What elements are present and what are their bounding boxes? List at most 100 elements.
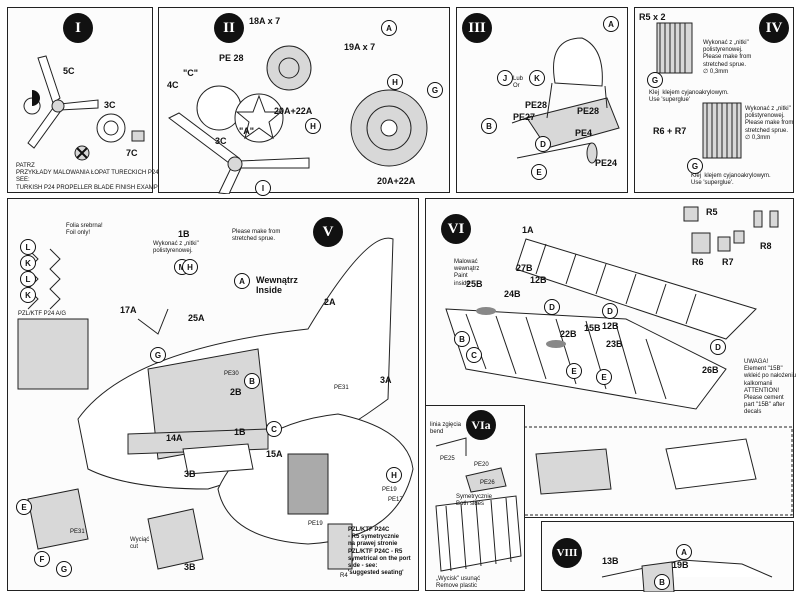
step-number-badge: I xyxy=(63,13,93,43)
callout-marker: A xyxy=(234,273,250,289)
callout-marker: E xyxy=(16,499,32,515)
part-label: 27B xyxy=(516,263,533,273)
part-label: 14A xyxy=(166,433,183,443)
part-label: 4C xyxy=(167,80,179,90)
part-label: 1B xyxy=(178,229,190,239)
resin-parts-legend xyxy=(683,206,779,254)
step-number-badge: V xyxy=(313,217,343,247)
glue-note: Klej klejem cyjanoakrylowym. Use 'superg… xyxy=(691,173,771,187)
step-panel-8: VIII 13B 19B A B xyxy=(541,521,794,592)
step-number-badge: VIII xyxy=(552,538,582,568)
callout-marker: E xyxy=(531,164,547,180)
part-label: 20A+22A xyxy=(377,176,416,186)
inside-note: Wewnątrz Inside xyxy=(256,275,298,295)
part-header: R6 + R7 xyxy=(653,126,687,136)
part-label: 25B xyxy=(466,279,483,289)
bend-illustration xyxy=(435,437,522,572)
variant-note: PZL/KTF P24 A/G xyxy=(18,311,67,317)
step-panel-1: I 5C 3C 7C PATRZ PRZYKŁADY MALOWANIA ŁOP… xyxy=(7,7,165,193)
callout-marker: B xyxy=(654,574,670,590)
callout-marker: D xyxy=(710,339,726,355)
wing-assembly-illustration xyxy=(445,238,793,516)
propeller-illustration xyxy=(23,55,145,161)
step-panel-2: II 18A x 7 19A x 7 4C "C" PE 28 "A" 3C 2… xyxy=(158,7,450,196)
callout-marker: G xyxy=(427,82,443,98)
part-label: 2A xyxy=(324,297,336,307)
part-label: PE27 xyxy=(513,112,536,122)
callout-marker: A xyxy=(381,20,397,36)
callout-marker: A xyxy=(676,544,692,560)
part-label: 15B xyxy=(584,323,601,333)
part-label: 1B xyxy=(234,427,246,437)
part-label: 17A xyxy=(120,305,137,315)
step-number-badge: IV xyxy=(759,13,789,43)
callout-marker: D xyxy=(602,303,618,319)
sprue-note: Wykonać z „nitki" polistyrenowej. Please… xyxy=(703,40,752,75)
seat-belt-illustration xyxy=(656,22,742,159)
step-panel-4: R5 x 2 IV Wykonać z „nitki" polistyrenow… xyxy=(634,7,794,193)
part-label: 26B xyxy=(702,365,719,375)
part-label: PE26 xyxy=(480,480,495,486)
callout-marker: B xyxy=(454,331,470,347)
part-label: PE24 xyxy=(595,158,618,168)
glue-note: Klej klejem cyjanoakrylowym. Use 'superg… xyxy=(649,90,729,104)
resin-part-label: R8 xyxy=(760,241,772,251)
part-label: PE4 xyxy=(575,128,593,138)
resin-part-label: R6 xyxy=(692,257,704,267)
part-label: 20A+22A xyxy=(274,106,313,116)
callout-marker: B xyxy=(244,373,260,389)
foil-note: Folia srebrna! Foil only! xyxy=(66,223,103,237)
or-text: Lub Or xyxy=(513,76,524,90)
callout-marker: G xyxy=(56,561,72,577)
part-label: "C" xyxy=(183,68,199,78)
step-panel-3: III PE28 PE28 PE27 PE4 PE24 Lub Or A J K… xyxy=(456,7,628,193)
callout-marker: C xyxy=(466,347,482,363)
step-panel-5: V 1B 17A 25A 2A 3A 14A 15A 2B 1B 3B 3B P… xyxy=(7,198,419,591)
part-label: PE19 xyxy=(382,487,397,493)
callout-marker: E xyxy=(596,369,612,385)
callout-marker: L xyxy=(20,239,36,255)
part-label: "A" xyxy=(239,126,255,136)
part-label: 19A x 7 xyxy=(344,42,376,52)
callout-marker: L xyxy=(20,271,36,287)
part-label: 3B xyxy=(184,469,196,479)
part-label: PE20 xyxy=(474,462,489,468)
callout-marker: D xyxy=(535,136,551,152)
part-label: 12B xyxy=(602,321,619,331)
step-panel-6a: VIa linia zgięcia bend Symetrycznie Both… xyxy=(425,405,525,591)
sprue-note: Wykonać z „nitki" polistyrenowej. xyxy=(153,241,199,255)
callout-marker: E xyxy=(566,363,582,379)
paint-reference-note: PATRZ PRZYKŁADY MALOWANIA ŁOPAT TURECKIC… xyxy=(16,163,166,191)
step-number-badge: III xyxy=(462,13,492,43)
part-label: PE31 xyxy=(334,385,349,391)
attention-note: UWAGA! Element "15B" wkleić po nałożeniu… xyxy=(744,359,797,416)
part-label: PE25 xyxy=(440,456,455,462)
callout-marker: G xyxy=(647,72,663,88)
callout-marker: H xyxy=(182,259,198,275)
sprue-note: Please make from stretched sprue. xyxy=(232,229,281,243)
callout-marker: K xyxy=(20,287,36,303)
part-label: PE30 xyxy=(224,371,239,377)
part-label: PE28 xyxy=(577,106,600,116)
part-label: 22B xyxy=(560,329,577,339)
callout-marker: H xyxy=(387,74,403,90)
part-label: 25A xyxy=(188,313,205,323)
callout-marker: H xyxy=(386,467,402,483)
part-label: 24B xyxy=(504,289,521,299)
variant-note: PZL/KTF P24C - R5 symetrycznie na prawej… xyxy=(348,527,411,577)
part-label: 12B xyxy=(530,275,547,285)
resin-part-label: R7 xyxy=(722,257,734,267)
callout-marker: G xyxy=(687,158,703,174)
part-label: 3A xyxy=(380,375,392,385)
sprue-note: Wykonać z „nitki" polistyrenowej. Please… xyxy=(745,106,794,141)
part-label: 1A xyxy=(522,225,534,235)
callout-marker: A xyxy=(603,16,619,32)
bend-note: linia zgięcia bend xyxy=(430,422,462,436)
part-label: 3B xyxy=(184,562,196,572)
callout-marker: G xyxy=(150,347,166,363)
symmetry-note: Symetrycznie Both sides xyxy=(456,494,493,508)
paint-note: Malować wewnątrz Paint inside xyxy=(454,259,480,287)
callout-marker: K xyxy=(20,255,36,271)
callout-marker: F xyxy=(34,551,50,567)
part-label: PE17 xyxy=(388,497,403,503)
